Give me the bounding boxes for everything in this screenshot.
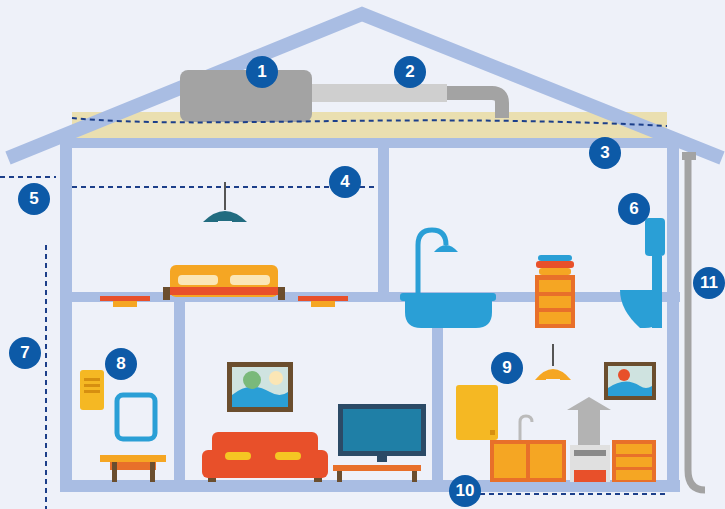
middle-floor [60, 292, 680, 302]
callout-number: 1 [246, 56, 278, 88]
downpipe [688, 158, 705, 490]
callout-number: 7 [9, 337, 41, 369]
attic-insulation [72, 112, 667, 140]
callout-number: 9 [491, 352, 523, 384]
duct-pipe [447, 93, 502, 118]
callout-number: 8 [105, 348, 137, 380]
roof [8, 14, 722, 158]
ceiling [60, 138, 680, 148]
bedroom [100, 182, 348, 307]
callout-number: 3 [589, 137, 621, 169]
interior-wall [378, 145, 389, 295]
duct [312, 84, 447, 102]
attic-unit [180, 70, 312, 122]
dashed-lines [0, 118, 667, 509]
callout-number: 5 [18, 183, 50, 215]
kitchen [456, 344, 656, 482]
right-wall [667, 138, 679, 492]
left-wall [60, 138, 72, 492]
bathroom [400, 218, 665, 328]
callout-number: 11 [693, 267, 725, 299]
callout-number: 2 [394, 56, 426, 88]
callout-number: 6 [618, 193, 650, 225]
gutter [682, 152, 696, 160]
callout-number: 4 [329, 166, 361, 198]
study [80, 370, 166, 482]
callout-number: 10 [449, 475, 481, 507]
living-room [202, 362, 426, 482]
interior-wall [174, 300, 185, 482]
